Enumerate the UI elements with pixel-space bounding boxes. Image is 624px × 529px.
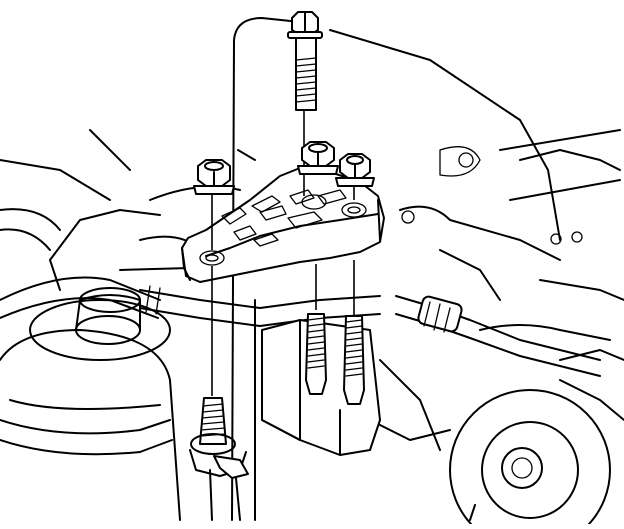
threaded-stud-center xyxy=(305,313,327,395)
hex-nut-left xyxy=(193,159,235,195)
hose-outline xyxy=(139,285,381,327)
hex-bolt xyxy=(287,11,323,111)
threaded-stud-left xyxy=(189,397,249,521)
threaded-stud-right xyxy=(343,315,365,405)
mount-bracket xyxy=(181,167,385,283)
hex-nut-center xyxy=(297,141,339,175)
hex-nut-right xyxy=(335,153,375,187)
engine-block-outline xyxy=(231,17,624,529)
